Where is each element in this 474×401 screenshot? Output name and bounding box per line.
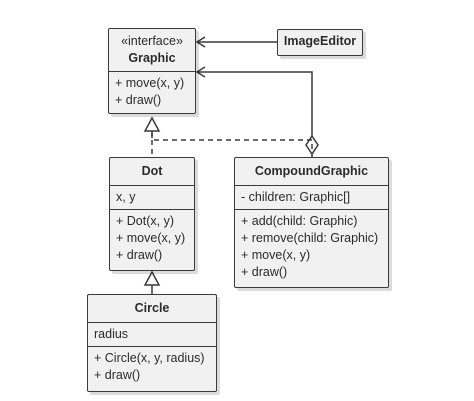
class-image-editor: ImageEditor — [277, 29, 363, 56]
field: x, y — [116, 190, 136, 204]
method: + move(x, y) — [116, 231, 186, 245]
method: + draw() — [241, 265, 288, 279]
method: + draw() — [115, 93, 162, 107]
class-name: Circle — [134, 301, 170, 315]
method: + Dot(x, y) — [116, 214, 174, 228]
inheritance-circle-dot — [143, 270, 161, 294]
class-name: ImageEditor — [283, 34, 357, 48]
class-compound-graphic: CompoundGraphic - children: Graphic[] + … — [234, 157, 389, 288]
method: + remove(child: Graphic) — [241, 231, 379, 245]
realization-dot — [143, 116, 161, 156]
class-dot-fields: x, y — [110, 185, 194, 209]
class-dot: Dot x, y + Dot(x, y) + move(x, y) + draw… — [109, 157, 195, 271]
class-graphic-header: «interface» Graphic — [109, 29, 195, 71]
class-name: CompoundGraphic — [254, 164, 369, 178]
realization-compound-graphic — [151, 131, 313, 158]
class-dot-header: Dot — [110, 158, 194, 185]
class-compound-graphic-fields: - children: Graphic[] — [235, 185, 388, 209]
class-circle: Circle radius + Circle(x, y, radius) + d… — [87, 294, 217, 392]
class-circle-fields: radius — [88, 322, 216, 346]
class-compound-graphic-header: CompoundGraphic — [235, 158, 388, 185]
method: + move(x, y) — [241, 248, 311, 262]
field: - children: Graphic[] — [241, 190, 351, 204]
class-name: Dot — [141, 164, 163, 178]
association-imageeditor-graphic — [195, 36, 278, 48]
class-circle-methods: + Circle(x, y, radius) + draw() — [88, 346, 216, 387]
method: + draw() — [94, 368, 141, 382]
aggregation-compound-graphic — [195, 66, 319, 156]
class-circle-header: Circle — [88, 295, 216, 322]
method: + draw() — [116, 248, 163, 262]
method: + add(child: Graphic) — [241, 214, 358, 228]
field: radius — [94, 327, 129, 341]
class-dot-methods: + Dot(x, y) + move(x, y) + draw() — [110, 209, 194, 267]
class-graphic-methods: + move(x, y) + draw() — [109, 71, 195, 112]
method: + move(x, y) — [115, 76, 185, 90]
stereotype-label: «interface» — [121, 34, 183, 48]
class-graphic: «interface» Graphic + move(x, y) + draw(… — [108, 28, 196, 114]
class-name: Graphic — [128, 51, 176, 65]
method: + Circle(x, y, radius) — [94, 351, 205, 365]
class-compound-graphic-methods: + add(child: Graphic) + remove(child: Gr… — [235, 209, 388, 284]
